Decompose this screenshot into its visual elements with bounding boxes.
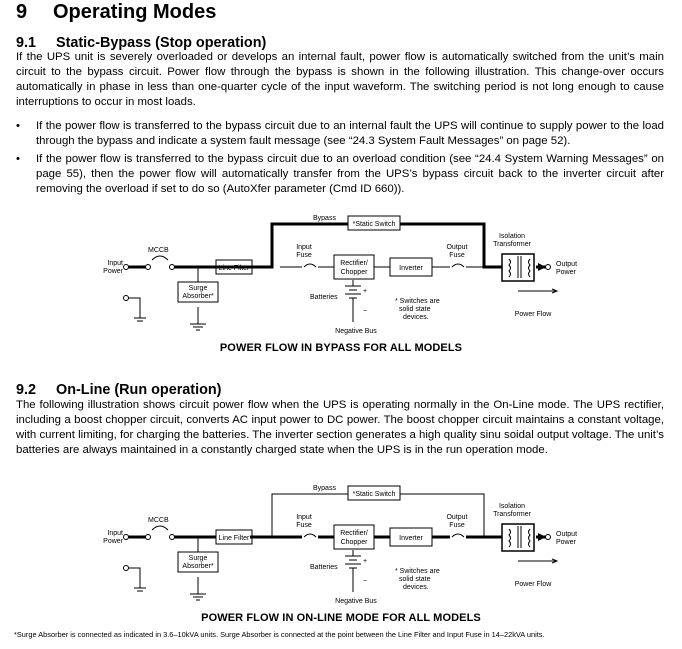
input-fuse-label: Input <box>296 244 312 251</box>
bullet-glyph: • <box>16 153 20 165</box>
output-label: Output <box>556 531 577 538</box>
input-label: Input <box>107 260 123 267</box>
output-fuse-label: Output <box>446 244 467 251</box>
section-title: Operating Modes <box>53 1 217 23</box>
mccb-label: MCCB <box>148 247 169 254</box>
input-power-label: Power <box>103 268 124 275</box>
plus-label: + <box>363 288 367 295</box>
online-heading-title: On-Line (Run operation) <box>56 382 222 398</box>
chopper-label: Chopper <box>341 269 369 276</box>
surge-label: Surge <box>189 285 208 292</box>
switches-note-2: solid state <box>399 306 431 313</box>
power-flow-label: Power Flow <box>515 581 553 588</box>
rectifier-label: Rectifier/ <box>340 530 368 537</box>
bypass-paragraph: If the UPS unit is severely overloaded o… <box>16 51 664 108</box>
output-fuse-label-2: Fuse <box>449 522 465 529</box>
bypass-heading-number: 9.1 <box>16 35 37 51</box>
online-heading-number: 9.2 <box>16 382 37 398</box>
bypass-heading: 9.1 Static-Bypass (Stop operation) <box>16 35 266 51</box>
bypass-heading-title: Static-Bypass (Stop operation) <box>56 35 267 51</box>
output-power-label: Power <box>556 269 577 276</box>
online-caption: POWER FLOW IN ON-LINE MODE FOR ALL MODEL… <box>201 612 481 624</box>
minus-label: − <box>363 578 367 585</box>
output-power-label: Power <box>556 539 577 546</box>
transformer-label: Transformer <box>493 241 532 248</box>
input-label: Input <box>107 530 123 537</box>
negative-bus-label: Negative Bus <box>335 328 377 335</box>
bullet-text: If the power flow is transferred to the … <box>36 120 664 147</box>
bypass-bullet-2: • If the power flow is transferred to th… <box>16 152 664 197</box>
bypass-power-flow-diagram: Bypass *Static Switch Input Power MCCB L… <box>103 215 577 335</box>
bypass-label: Bypass <box>313 215 336 222</box>
online-heading: 9.2 On-Line (Run operation) <box>16 382 221 398</box>
input-fuse-label: Input <box>296 514 312 521</box>
line-filter-label: Line Filter <box>219 535 250 542</box>
isolation-label: Isolation <box>499 503 525 510</box>
input-power-label: Power <box>103 538 124 545</box>
switches-note-1: * Switches are <box>395 298 440 305</box>
isolation-label: Isolation <box>499 233 525 240</box>
inverter-label: Inverter <box>399 535 423 542</box>
power-flow-label: Power Flow <box>515 311 553 318</box>
input-fuse-label-2: Fuse <box>296 252 312 259</box>
absorber-label: Absorber* <box>182 293 213 300</box>
switches-note-2: solid state <box>399 576 431 583</box>
output-fuse-label: Output <box>446 514 467 521</box>
bypass-bullet-1: • If the power flow is transferred to th… <box>16 119 664 149</box>
rectifier-label: Rectifier/ <box>340 260 368 267</box>
switches-note-3: devices. <box>403 584 429 591</box>
bullet-text: If the power flow is transferred to the … <box>36 153 664 195</box>
static-switch-label: *Static Switch <box>353 491 396 498</box>
absorber-label: Absorber* <box>182 563 213 570</box>
transformer-label: Transformer <box>493 511 532 518</box>
minus-label: − <box>363 308 367 315</box>
footnote: *Surge Absorber is connected as indicate… <box>14 630 545 639</box>
mccb-label: MCCB <box>148 517 169 524</box>
static-switch-label: *Static Switch <box>353 221 396 228</box>
switches-note-3: devices. <box>403 314 429 321</box>
surge-label: Surge <box>189 555 208 562</box>
bypass-label: Bypass <box>313 485 336 492</box>
inverter-label: Inverter <box>399 265 423 272</box>
bypass-caption: POWER FLOW IN BYPASS FOR ALL MODELS <box>219 342 463 354</box>
section-heading: 9 Operating Modes <box>16 1 216 24</box>
plus-label: + <box>363 558 367 565</box>
batteries-label: Batteries <box>310 294 338 301</box>
online-paragraph: The following illustration shows circuit… <box>16 399 664 456</box>
online-power-flow-diagram: Bypass *Static Switch Input Power MCCB L… <box>103 485 577 605</box>
bullet-glyph: • <box>16 120 20 132</box>
negative-bus-label: Negative Bus <box>335 598 377 605</box>
switches-note-1: * Switches are <box>395 568 440 575</box>
output-label: Output <box>556 261 577 268</box>
chopper-label: Chopper <box>341 539 369 546</box>
input-fuse-label-2: Fuse <box>296 522 312 529</box>
section-number: 9 <box>16 1 28 23</box>
output-fuse-label-2: Fuse <box>449 252 465 259</box>
batteries-label: Batteries <box>310 564 338 571</box>
line-filter-label: Line Filter <box>219 265 250 272</box>
